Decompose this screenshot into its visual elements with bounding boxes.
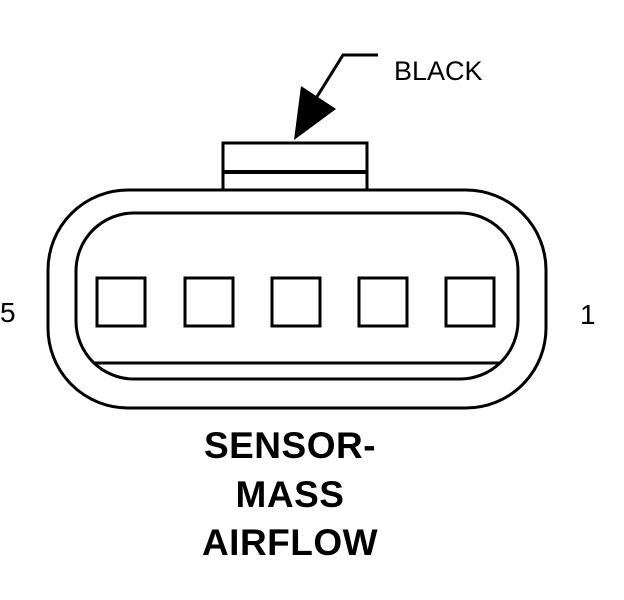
wire-color-label: BLACK bbox=[394, 56, 483, 86]
pin-label-left: 5 bbox=[0, 297, 16, 328]
title-line-3: AIRFLOW bbox=[202, 522, 378, 563]
pin-terminals bbox=[95, 276, 496, 328]
connector-title: SENSOR- MASS AIRFLOW bbox=[202, 425, 378, 563]
title-line-1: SENSOR- bbox=[204, 425, 376, 466]
title-line-2: MASS bbox=[236, 474, 345, 515]
pin-terminal-5 bbox=[95, 276, 147, 328]
connector-lock-tab bbox=[221, 141, 369, 192]
color-callout-leader bbox=[308, 53, 378, 109]
pin-terminal-3 bbox=[270, 276, 322, 328]
connector-housing-inner bbox=[74, 211, 520, 381]
pin-label-right: 1 bbox=[580, 299, 596, 330]
pin-terminal-2 bbox=[357, 276, 409, 328]
pin-terminal-4 bbox=[183, 276, 235, 328]
connector-housing-outer bbox=[46, 188, 548, 410]
pin-terminal-1 bbox=[444, 276, 496, 328]
color-callout-arrowhead bbox=[294, 86, 336, 140]
